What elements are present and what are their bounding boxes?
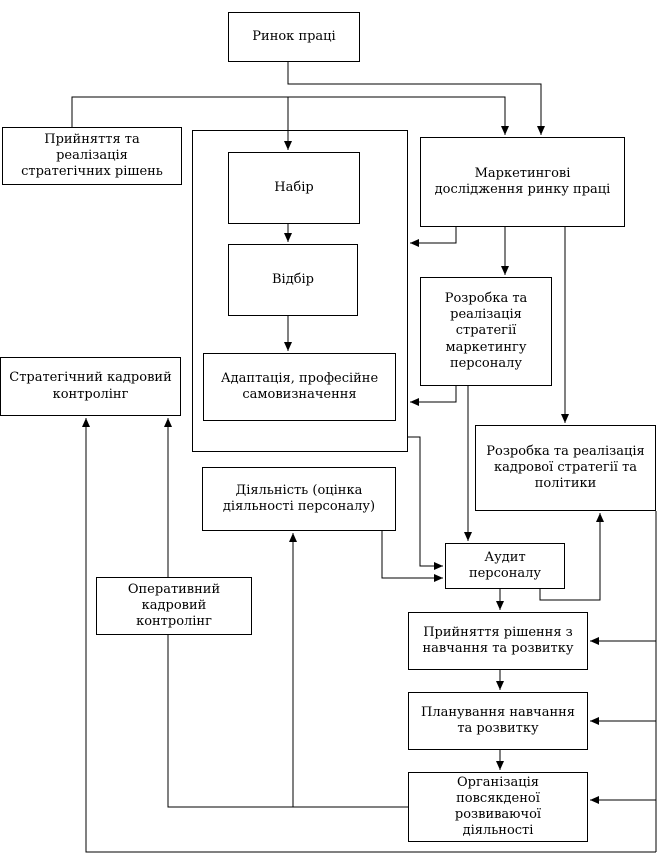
training-decision-label: Прийняття рішення з навчання та розвитку [422,624,574,656]
edge-audit-to-hr-policy [539,513,604,601]
hr-strategy-policy-label: Розробка та реалізація кадрової стратегі… [486,443,645,492]
personnel-audit-label: Аудит персоналу [468,549,542,581]
marketing-research-node: Маркетингові дослідження ринку праці [420,137,625,227]
recruitment-group-frame [192,130,408,452]
edge-frame-to-audit [408,436,443,570]
training-planning-label: Планування навчання та розвитку [420,704,575,736]
daily-development-node: Організація повсякденої розвиваючої діял… [408,772,588,842]
daily-development-label: Організація повсякденої розвиваючої діял… [454,774,542,839]
edge-strategy-to-frame [410,386,457,406]
recruitment-label: Набір [274,179,314,195]
edge-bottom-to-strategic-controlling [82,418,656,853]
activity-evaluation-label: Діяльність (оцінка діяльності персоналу) [222,482,376,514]
marketing-research-label: Маркетингові дослідження ринку праці [434,165,611,197]
labor-market-label: Ринок праці [252,28,336,44]
edge-activity-to-audit [381,531,443,582]
adaptation-node: Адаптація, професійне самовизначення [203,353,396,421]
adaptation-label: Адаптація, професійне самовизначення [220,370,379,402]
edge-market-to-research [287,62,545,135]
strategic-controlling-label: Стратегічний кадровий контролінг [9,370,172,402]
strategic-controlling-node: Стратегічний кадровий контролінг [0,357,181,416]
personnel-audit-node: Аудит персоналу [445,543,565,589]
edge-research-to-frame [410,227,457,247]
personnel-marketing-strategy-label: Розробка та реалізація стратегії маркети… [444,290,528,371]
operational-controlling-node: Оперативний кадровий контролінг [96,577,252,635]
operational-controlling-label: Оперативний кадровий контролінг [127,581,221,630]
strategic-decisions-label: Прийняття та реалізація стратегічних ріш… [21,131,163,180]
personnel-marketing-strategy-node: Розробка та реалізація стратегії маркети… [420,277,552,386]
labor-market-node: Ринок праці [228,12,360,62]
hr-strategy-policy-node: Розробка та реалізація кадрової стратегі… [475,425,656,511]
selection-label: Відбір [271,271,315,287]
strategic-decisions-node: Прийняття та реалізація стратегічних ріш… [2,127,182,185]
edge-daily-to-operational [167,635,408,808]
recruitment-node: Набір [228,152,360,224]
training-decision-node: Прийняття рішення з навчання та розвитку [408,612,588,670]
activity-evaluation-node: Діяльність (оцінка діяльності персоналу) [202,467,396,531]
selection-node: Відбір [228,244,358,316]
training-planning-node: Планування навчання та розвитку [408,692,588,750]
